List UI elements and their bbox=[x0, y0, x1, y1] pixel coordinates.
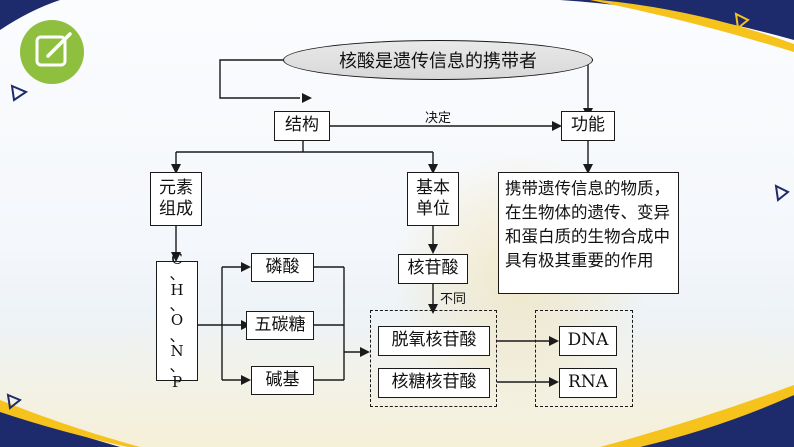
element-p: P bbox=[171, 372, 183, 391]
arrow-to-nucleotide bbox=[428, 244, 438, 254]
arrow-to-function-desc bbox=[583, 164, 593, 174]
pentose-box: 五碳糖 bbox=[246, 311, 314, 340]
deoxyribonucleotide-box: 脱氧核苷酸 bbox=[378, 326, 490, 356]
nucleic-acid-group bbox=[535, 310, 633, 407]
structure-box: 结构 bbox=[274, 111, 330, 141]
top-right-swoosh bbox=[560, 0, 794, 40]
element-separator: 、 bbox=[169, 296, 185, 315]
dna-box: DNA bbox=[559, 326, 617, 356]
ribonucleotide-box: 核糖核苷酸 bbox=[378, 368, 490, 398]
triangle-right bbox=[774, 184, 790, 202]
arrow-to-nucleotide-group bbox=[360, 347, 370, 357]
phosphate-box: 磷酸 bbox=[251, 253, 314, 282]
element-n: N bbox=[170, 341, 184, 360]
nucleotide-box: 核苷酸 bbox=[398, 254, 468, 284]
base-box: 碱基 bbox=[251, 366, 314, 395]
arrow-to-structure bbox=[302, 93, 312, 103]
arrow-to-elements bbox=[171, 252, 181, 262]
arrow-structure-to-function bbox=[552, 121, 562, 131]
arrow-to-dna bbox=[549, 336, 559, 346]
function-description-box: 携带遗传信息的物质，在生物体的遗传、变异和蛋白质的生物合成中具有极其重要的作用 bbox=[498, 172, 679, 294]
element-o: O bbox=[170, 311, 184, 330]
arrow-to-basic-unit bbox=[428, 164, 438, 174]
arrow-to-base bbox=[241, 375, 251, 385]
top-left-shape bbox=[0, 0, 60, 30]
arrow-to-rna bbox=[549, 377, 559, 387]
triangle-top-left bbox=[10, 84, 29, 102]
basic-unit-box: 基本 单位 bbox=[407, 172, 459, 226]
element-c: C bbox=[171, 250, 183, 269]
bottom-right-swoosh bbox=[640, 395, 794, 447]
arrow-to-phosphate bbox=[241, 262, 251, 272]
nucleotide-types-group bbox=[370, 310, 497, 407]
bottom-left-swoosh bbox=[0, 408, 120, 447]
arrow-to-element-comp bbox=[171, 164, 181, 174]
element-separator: 、 bbox=[169, 265, 185, 284]
triangle-top-right bbox=[734, 12, 750, 30]
element-separator: 、 bbox=[169, 357, 185, 376]
function-description-text: 携带遗传信息的物质，在生物体的遗传、变异和蛋白质的生物合成中具有极其重要的作用 bbox=[505, 179, 670, 270]
edit-icon bbox=[20, 20, 84, 84]
triangle-bottom-left bbox=[6, 393, 22, 410]
page-title: 核酸是遗传信息的携带者 bbox=[283, 40, 593, 80]
different-label: 不同 bbox=[440, 292, 467, 307]
element-separator: 、 bbox=[169, 326, 185, 345]
element-composition-box: 元素 组成 bbox=[150, 172, 202, 226]
function-box: 功能 bbox=[561, 111, 615, 141]
elements-box: C 、 H 、 O 、 N 、 P bbox=[156, 251, 198, 389]
decides-label: 决定 bbox=[425, 111, 452, 126]
element-h: H bbox=[170, 280, 184, 299]
rna-box: RNA bbox=[559, 368, 617, 398]
arrow-to-nucleotide-types bbox=[428, 304, 438, 314]
